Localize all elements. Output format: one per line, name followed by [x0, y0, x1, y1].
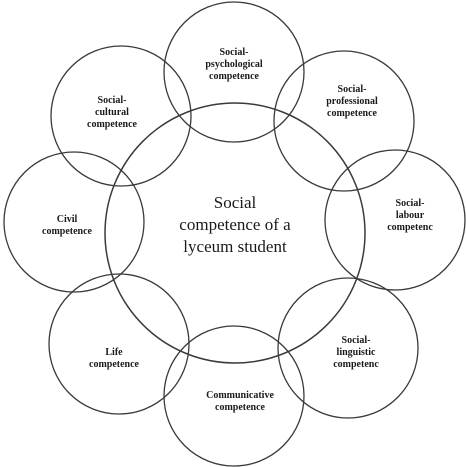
competence-social-labour-label-line: labour	[396, 210, 425, 221]
central-competence-label-line: Social	[214, 193, 257, 212]
competence-social-labour-label-line: competenc	[387, 222, 433, 233]
competence-social-cultural-circle	[50, 45, 192, 187]
competence-communicative-circle	[163, 325, 305, 467]
central-competence-label: Social competence of a lyceum student	[179, 193, 291, 256]
competence-social-labour-circle	[324, 149, 466, 291]
competence-social-cultural-label-line: competence	[87, 119, 138, 130]
competence-social-professional-label-line: competence	[327, 108, 378, 119]
competence-social-linguistic-circle	[277, 277, 419, 419]
competence-social-professional-label-line: Social-	[338, 84, 367, 95]
competence-communicative-label-line: competence	[215, 402, 266, 413]
competence-social-labour-label-line: Social-	[396, 198, 425, 209]
competence-social-cultural-label-line: cultural	[95, 107, 129, 118]
competence-social-psychological-label-line: competence	[209, 71, 260, 82]
competence-social-psychological-circle	[163, 1, 305, 143]
competence-social-linguistic-label-line: linguistic	[337, 347, 376, 358]
central-competence-label-line: competence of a	[179, 215, 291, 234]
competence-life-label-line: competence	[89, 359, 140, 370]
competence-civil-circle	[3, 151, 145, 293]
central-competence-label-line: lyceum student	[183, 237, 287, 256]
competence-social-linguistic-label-line: Social-	[342, 335, 371, 346]
competence-social-professional-label-line: professional	[326, 96, 378, 107]
competence-social-linguistic-label-line: competenc	[333, 359, 379, 370]
competence-civil-label-line: competence	[42, 226, 93, 237]
competence-social-cultural-label-line: Social-	[98, 95, 127, 106]
competence-life-circle	[48, 273, 190, 415]
competence-social-psychological-label-line: Social-	[220, 47, 249, 58]
competence-social-professional-circle	[273, 50, 415, 192]
competence-life-label-line: Life	[105, 347, 123, 358]
competence-social-psychological-label-line: psychological	[205, 59, 262, 70]
competence-civil-label-line: Civil	[57, 214, 78, 225]
competence-communicative-label-line: Communicative	[206, 390, 274, 401]
central-competence: Social competence of a lyceum student	[104, 102, 366, 364]
central-circle	[104, 102, 366, 364]
